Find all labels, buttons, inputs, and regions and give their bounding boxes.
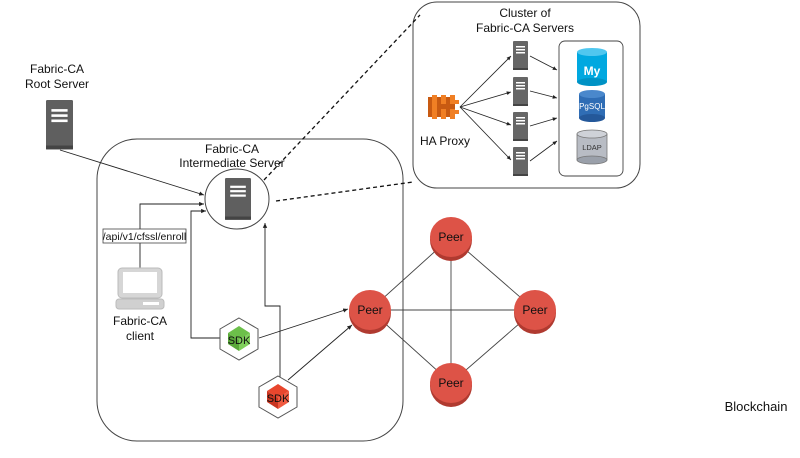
intermediate-server-label-line1: Fabric-CA (205, 142, 259, 156)
sdk-node-green: SDK (219, 317, 259, 361)
cluster-server-2-icon (513, 77, 528, 106)
haproxy-label: HA Proxy (420, 134, 470, 148)
cluster-server-1-icon (513, 41, 528, 70)
peer-node-left[interactable]: Peer (349, 290, 391, 334)
intermediate-server-icon (225, 178, 251, 220)
postgresql-label: PgSQL (579, 102, 605, 111)
blockchain-label: Blockchain (725, 399, 788, 414)
enroll-endpoint-box (102, 228, 187, 244)
server-to-db-edges (529, 55, 558, 162)
edge-sdk2-to-peer (287, 324, 353, 381)
peer-node-top[interactable]: Peer (430, 217, 472, 261)
root-server-label-line2: Root Server (25, 77, 89, 91)
haproxy-icon (428, 95, 459, 119)
peer-label: Peer (438, 376, 463, 390)
haproxy-edges (459, 55, 512, 161)
edge-sdk2-to-intermediate (262, 223, 281, 378)
client-laptop-icon (115, 267, 165, 310)
cluster-label-line1: Cluster of (499, 6, 551, 20)
cluster-server-3-icon (513, 112, 528, 141)
sdk-node-red: SDK (258, 375, 298, 419)
ldap-icon: LDAP (576, 129, 608, 165)
edge-sdk1-to-intermediate (190, 208, 224, 339)
sdk-label: SDK (267, 393, 290, 405)
root-server-label-line1: Fabric-CA (30, 62, 84, 76)
zoom-line-top (263, 14, 421, 181)
peer-node-bottom[interactable]: Peer (430, 363, 472, 407)
client-label-line1: Fabric-CA (113, 314, 167, 328)
zoom-line-bottom (275, 181, 414, 202)
edge-root-to-intermediate (59, 149, 205, 196)
edge-sdk1-to-peer (258, 308, 349, 339)
peer-label: Peer (522, 303, 547, 317)
sdk-label: SDK (228, 335, 251, 347)
ldap-label: LDAP (582, 143, 602, 152)
client-label-line2: client (126, 329, 155, 343)
intermediate-server-label-line2: Intermediate Server (179, 156, 284, 170)
intermediate-server-container (96, 138, 404, 442)
cluster-server-4-icon (513, 147, 528, 176)
edge-client-to-intermediate (139, 201, 204, 268)
peer-label: Peer (357, 303, 382, 317)
root-server-icon (46, 100, 73, 150)
mysql-label: My (584, 64, 601, 78)
peer-node-right[interactable]: Peer (514, 290, 556, 334)
cluster-label-line2: Fabric-CA Servers (476, 21, 574, 35)
mysql-icon: My (577, 48, 607, 86)
enroll-endpoint-label: /api/v1/cfssl/enroll (103, 231, 186, 243)
postgresql-icon: PgSQL (579, 90, 605, 122)
peer-label: Peer (438, 230, 463, 244)
